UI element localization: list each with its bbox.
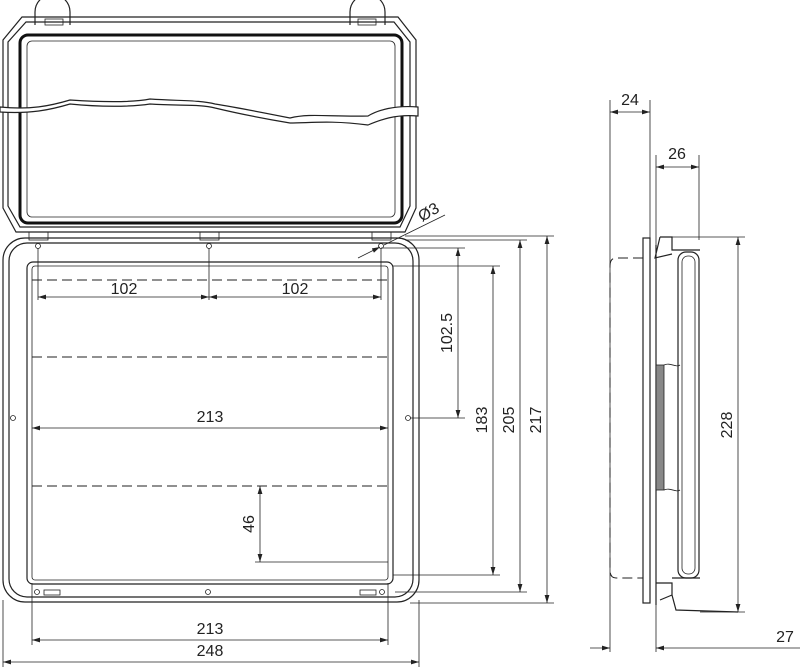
- dim-46: 46: [241, 515, 258, 533]
- dim-102-left: 102: [111, 281, 138, 298]
- dim-27: 27: [776, 629, 794, 646]
- lid: [0, 16, 419, 233]
- dim-183: 183: [474, 407, 491, 434]
- dim-24: 24: [621, 92, 639, 109]
- pin-hole: [35, 243, 41, 249]
- dim-228: 228: [719, 412, 736, 439]
- dim-248: 248: [197, 643, 224, 660]
- mount-hole: [10, 415, 16, 421]
- body: [2, 231, 420, 603]
- pin-hole: [206, 243, 212, 249]
- dim-213-bottom: 213: [197, 621, 224, 638]
- lid-hinge-right: [349, 0, 386, 26]
- dim-hole-diameter: Ø3: [416, 200, 443, 225]
- side-dimensions: 24 26 228 27: [590, 92, 800, 651]
- lid-hinge-left: [34, 0, 71, 26]
- mount-hole: [379, 589, 385, 595]
- dim-217: 217: [528, 407, 545, 434]
- dim-102-right: 102: [282, 281, 309, 298]
- dim-26: 26: [668, 146, 686, 163]
- side-view: [609, 100, 745, 652]
- dim-213-inner: 213: [197, 409, 224, 426]
- mount-hole: [405, 415, 411, 421]
- mount-hole: [205, 589, 211, 595]
- dim-205: 205: [501, 407, 518, 434]
- dim-102-5: 102.5: [439, 313, 456, 353]
- mount-hole: [34, 589, 40, 595]
